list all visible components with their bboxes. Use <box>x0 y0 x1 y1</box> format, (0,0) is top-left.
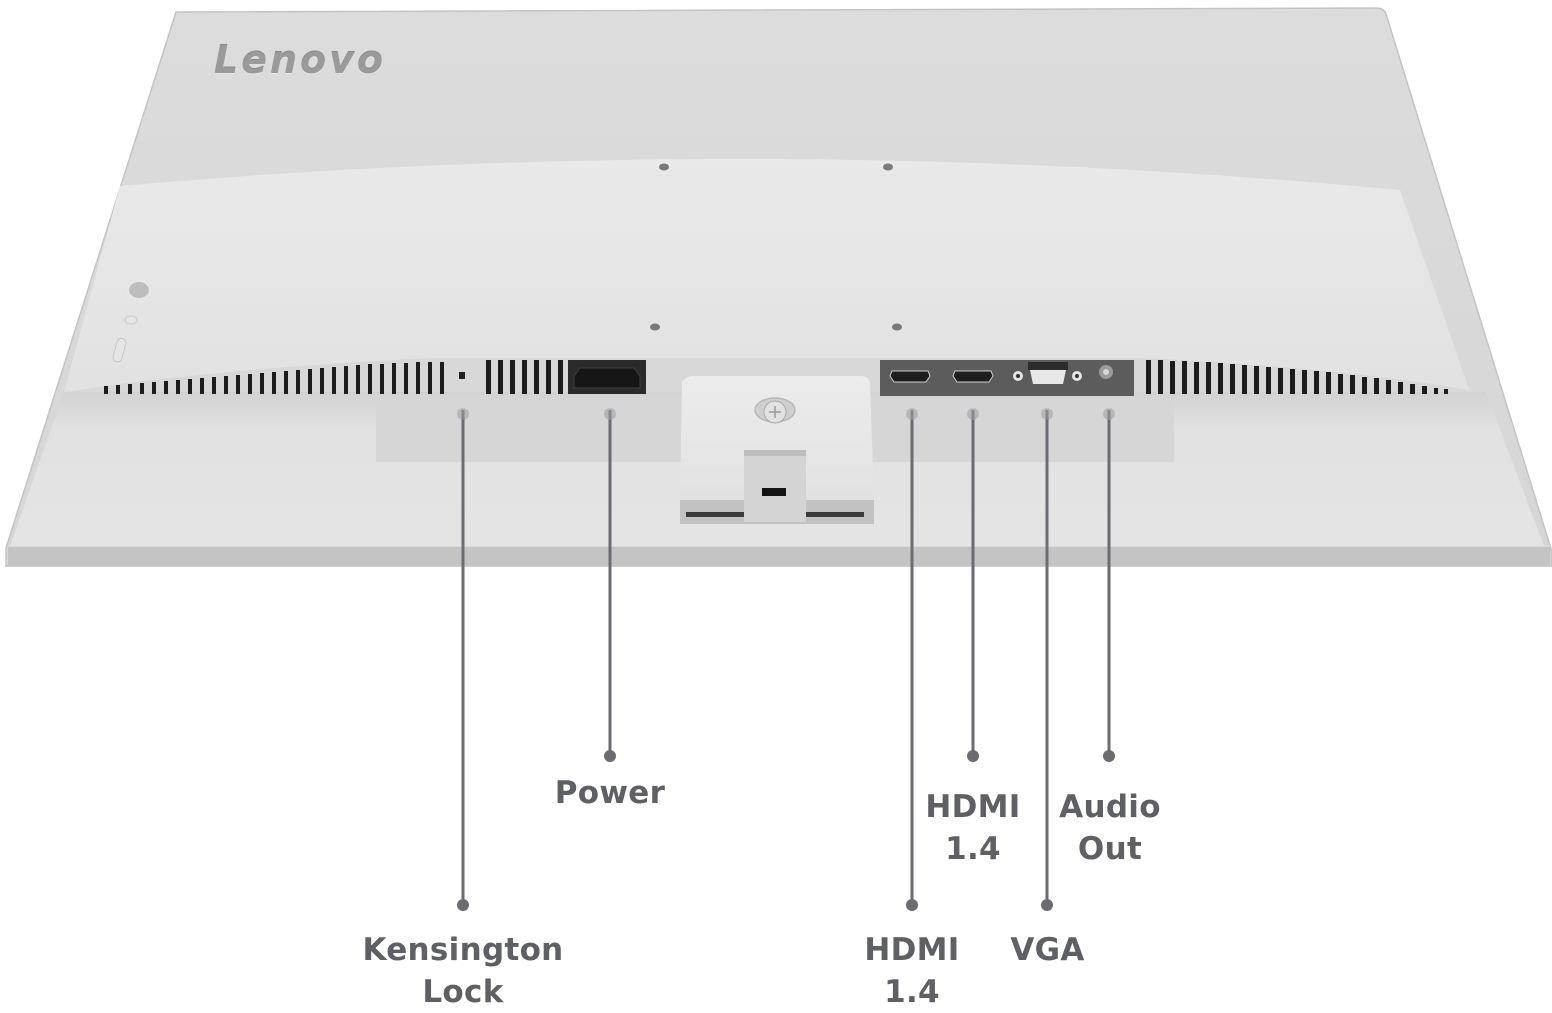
brand-logo: Lenovo <box>214 38 387 82</box>
power-port <box>568 360 646 394</box>
label-vga: VGA <box>1010 932 1085 968</box>
label-kensington-lock: Kensington Lock <box>362 932 564 1010</box>
vent-slots-left <box>104 360 563 394</box>
io-port-panel <box>880 360 1134 396</box>
vesa-mount-holes <box>650 163 902 331</box>
control-buttons <box>112 280 151 363</box>
kensington-lock-slot <box>459 372 465 379</box>
label-power: Power <box>554 775 666 811</box>
label-audio-out: Audio Out <box>1059 789 1161 867</box>
label-hdmi-2: HDMI 1.4 <box>925 789 1021 867</box>
label-hdmi-1: HDMI 1.4 <box>864 932 960 1010</box>
vent-slots-right <box>1146 360 1448 394</box>
stand-base <box>680 376 874 524</box>
